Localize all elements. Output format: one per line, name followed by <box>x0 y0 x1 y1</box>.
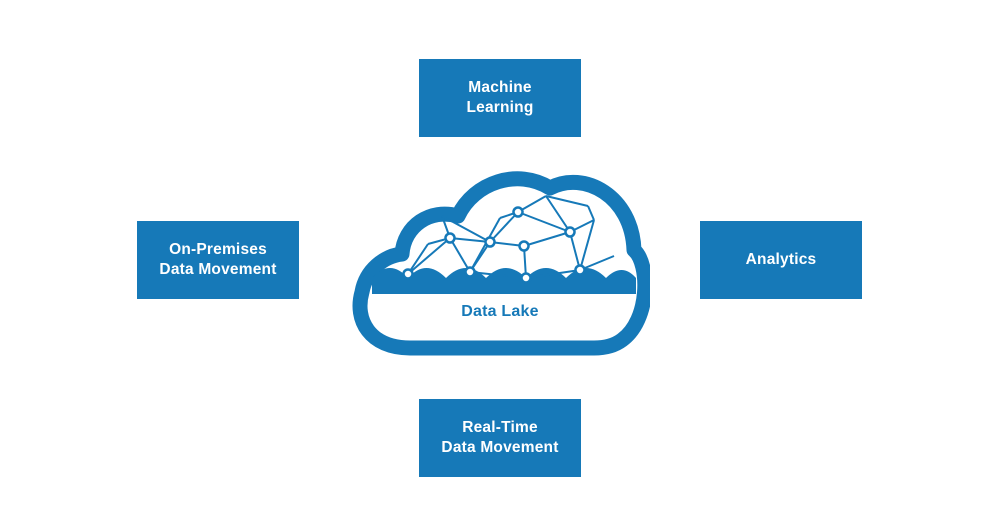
on-premises-data-movement-label: On-Premises Data Movement <box>159 241 277 278</box>
on-premises-data-movement-box: On-Premises Data Movement <box>137 221 299 299</box>
real-time-data-movement-box: Real-Time Data Movement <box>419 399 581 477</box>
machine-learning-label: Machine Learning <box>466 79 534 116</box>
network-lines <box>407 195 615 279</box>
analytics-box: Analytics <box>700 221 862 299</box>
cloud-network-icon <box>352 171 650 356</box>
cloud-wave-band <box>372 268 636 294</box>
real-time-data-movement-label: Real-Time Data Movement <box>441 419 559 456</box>
analytics-label: Analytics <box>745 251 817 268</box>
data-lake-label: Data Lake <box>461 303 539 320</box>
cloud-outline <box>352 171 650 356</box>
machine-learning-box: Machine Learning <box>419 59 581 137</box>
network-nodes <box>402 206 586 284</box>
